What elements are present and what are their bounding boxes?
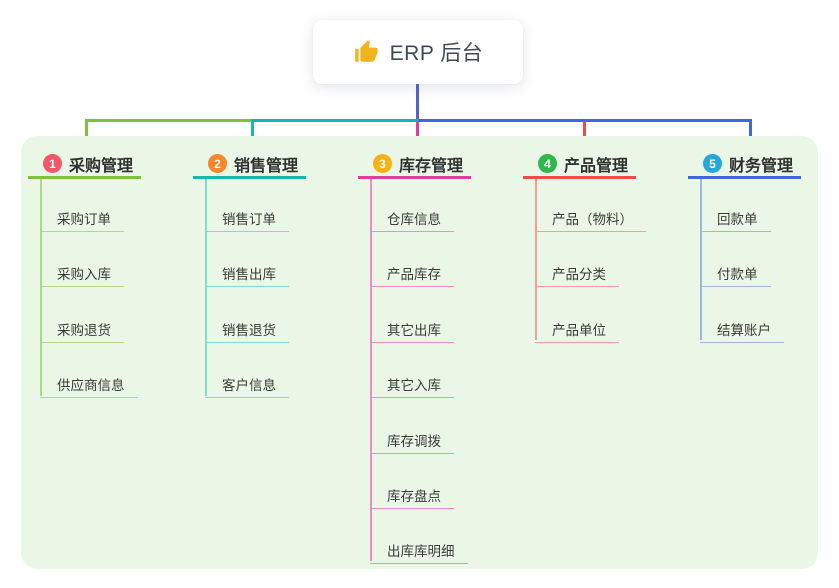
root-title: ERP 后台 xyxy=(389,42,484,65)
child-node-receipt-order[interactable]: 回款单 xyxy=(700,204,771,232)
branch-sales-title: 销售管理 xyxy=(234,157,299,175)
connector-drop-purchase xyxy=(85,119,88,144)
branch-inventory-header[interactable]: 3 库存管理 xyxy=(358,151,472,179)
connector-drop-finance xyxy=(749,119,752,144)
child-node-settlement-account[interactable]: 结算账户 xyxy=(700,315,784,343)
branch-product-child-line xyxy=(535,179,537,340)
child-node-supplier-info[interactable]: 供应商信息 xyxy=(40,370,138,398)
child-node-purchase-order[interactable]: 采购订单 xyxy=(40,204,124,232)
branches-panel xyxy=(21,136,818,569)
connector-top-segment-blue xyxy=(418,119,752,122)
child-node-payment-order[interactable]: 付款单 xyxy=(700,259,771,287)
child-node-product-unit[interactable]: 产品单位 xyxy=(535,315,619,343)
child-node-purchase-inbound[interactable]: 采购入库 xyxy=(40,259,124,287)
branch-sales-header[interactable]: 2 销售管理 xyxy=(193,151,307,179)
branch-finance-title: 财务管理 xyxy=(729,157,794,175)
branch-purchase-header[interactable]: 1 采购管理 xyxy=(28,151,142,179)
branch-inventory-child-line xyxy=(370,179,372,561)
thumbs-up-icon xyxy=(354,40,378,62)
branch-sales-child-line xyxy=(205,179,207,396)
connector-top-segment-green xyxy=(85,119,253,122)
branch-product-number-badge: 4 xyxy=(538,154,557,173)
child-node-sales-return[interactable]: 销售退货 xyxy=(205,315,289,343)
connector-drop-inventory xyxy=(416,122,419,144)
connector-top-segment-teal xyxy=(253,119,418,122)
child-node-outbound-detail[interactable]: 出库库明细 xyxy=(370,536,468,564)
branch-purchase-number-badge: 1 xyxy=(43,154,62,173)
branch-product-title: 产品管理 xyxy=(564,157,629,175)
child-node-product-category[interactable]: 产品分类 xyxy=(535,259,619,287)
connector-drop-product xyxy=(583,122,586,144)
branch-inventory-number-badge: 3 xyxy=(373,154,392,173)
branch-sales-number-badge: 2 xyxy=(208,154,227,173)
child-node-customer-info[interactable]: 客户信息 xyxy=(205,370,289,398)
child-node-sales-outbound[interactable]: 销售出库 xyxy=(205,259,289,287)
branch-finance-header[interactable]: 5 财务管理 xyxy=(688,151,802,179)
branch-product-header[interactable]: 4 产品管理 xyxy=(523,151,637,179)
branch-purchase-title: 采购管理 xyxy=(69,157,134,175)
child-node-other-inbound[interactable]: 其它入库 xyxy=(370,370,454,398)
branch-finance-child-line xyxy=(700,179,702,340)
branch-inventory-title: 库存管理 xyxy=(399,157,464,175)
child-node-purchase-return[interactable]: 采购退货 xyxy=(40,315,124,343)
root-node[interactable]: ERP 后台 xyxy=(313,20,523,84)
connector-root-stem xyxy=(416,84,419,120)
child-node-product-material[interactable]: 产品（物料） xyxy=(535,204,646,232)
child-node-other-outbound[interactable]: 其它出库 xyxy=(370,315,454,343)
child-node-sales-order[interactable]: 销售订单 xyxy=(205,204,289,232)
child-node-product-stock[interactable]: 产品库存 xyxy=(370,259,454,287)
branch-finance-number-badge: 5 xyxy=(703,154,722,173)
connector-drop-sales xyxy=(251,119,254,144)
child-node-warehouse-info[interactable]: 仓库信息 xyxy=(370,204,454,232)
child-node-stock-count[interactable]: 库存盘点 xyxy=(370,481,454,509)
branch-purchase-child-line xyxy=(40,179,42,396)
child-node-stock-transfer[interactable]: 库存调拨 xyxy=(370,426,454,454)
